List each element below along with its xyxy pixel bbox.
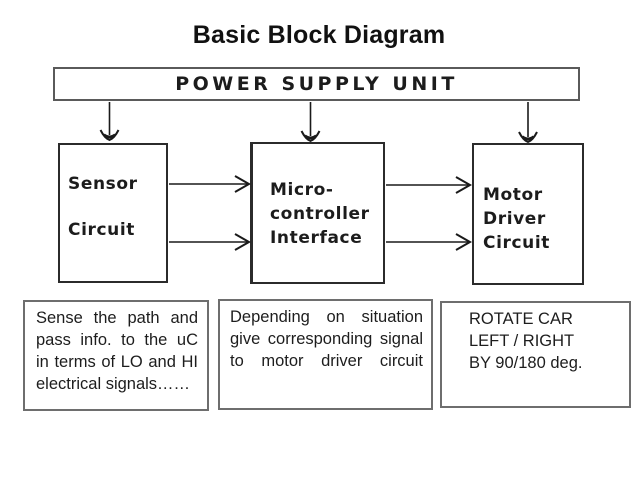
note-line: to motor driver circuit — [230, 352, 423, 370]
note-line: BY 90/180 deg. — [469, 354, 583, 372]
note-line: ROTATE CAR — [469, 310, 573, 328]
power-supply-unit-box: POWER SUPPLY UNIT — [53, 67, 580, 101]
block-label-line: Motor — [483, 185, 543, 205]
note-line: Sense the path and — [36, 309, 198, 327]
block-label-line: Sensor — [68, 174, 138, 194]
note-microcontroller-description: Depending on situation give correspondin… — [218, 299, 433, 410]
block-label-line: Interface — [270, 228, 363, 248]
note-motor-description: ROTATE CAR LEFT / RIGHT BY 90/180 deg. — [440, 301, 631, 408]
block-label-line: Driver — [483, 209, 546, 229]
arrow-psu-to-motor-icon — [518, 102, 538, 144]
note-line: give corresponding signal — [230, 330, 423, 348]
note-sensor-description: Sense the path and pass info. to the uC … — [23, 300, 209, 411]
block-label-line: Circuit — [483, 233, 551, 253]
page-title: Basic Block Diagram — [192, 21, 446, 49]
arrow-micro-to-motor-bottom-icon — [386, 233, 473, 251]
block-microcontroller-interface: Micro- controller Interface — [250, 142, 385, 284]
arrow-sensor-to-micro-bottom-icon — [169, 233, 252, 251]
note-line: pass info. to the uC — [36, 331, 198, 349]
block-motor-driver-circuit: Motor Driver Circuit — [472, 143, 584, 285]
block-label-line: Circuit — [68, 220, 136, 240]
note-line: in terms of LO and HI — [36, 353, 198, 371]
block-label-line: controller — [270, 204, 370, 224]
block-label-line: Micro- — [270, 180, 334, 200]
arrow-psu-to-micro-icon — [300, 102, 321, 143]
arrow-micro-to-motor-top-icon — [386, 176, 473, 194]
block-sensor-circuit: Sensor Circuit — [58, 143, 168, 283]
arrow-sensor-to-micro-top-icon — [169, 175, 252, 193]
note-line: LEFT / RIGHT — [469, 332, 575, 350]
arrow-psu-to-sensor-icon — [99, 102, 120, 142]
note-line: electrical signals…… — [36, 375, 191, 393]
note-line: Depending on situation — [230, 308, 423, 326]
power-supply-unit-label: POWER SUPPLY UNIT — [175, 73, 458, 95]
